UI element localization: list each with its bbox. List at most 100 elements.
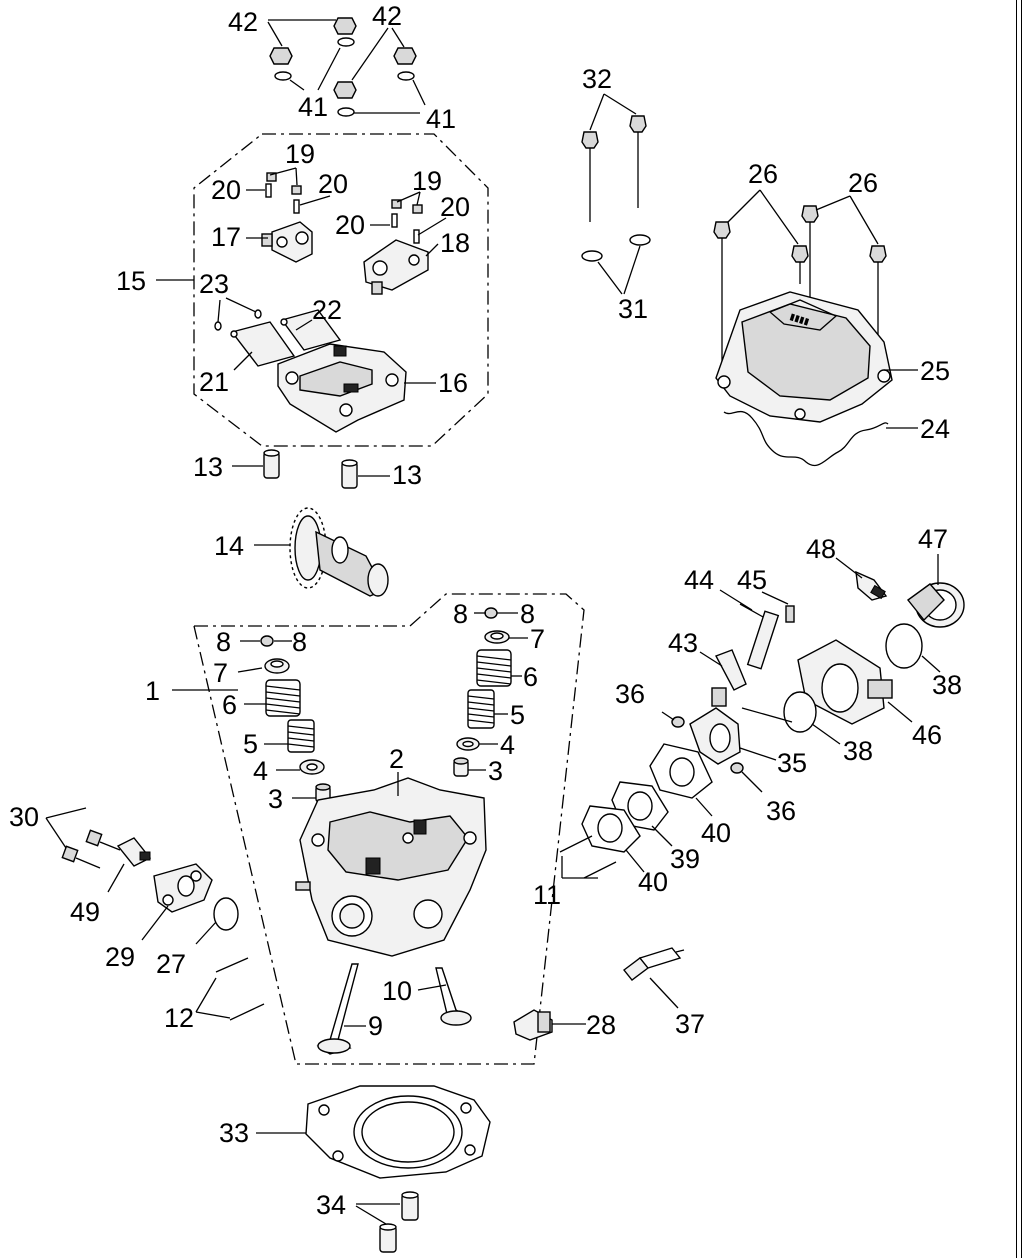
bolt-30 xyxy=(85,829,121,851)
callout-46: 46 xyxy=(912,720,942,750)
cover-bolt-26 xyxy=(801,205,819,244)
insulator-40 xyxy=(649,743,713,799)
spark-plug-37 xyxy=(623,947,685,981)
callout-42: 42 xyxy=(228,7,258,37)
head-gasket-33 xyxy=(305,1085,491,1179)
valve-seal-3 xyxy=(453,757,469,777)
washer-41 xyxy=(397,71,415,81)
fitting-45 xyxy=(785,605,795,623)
intake-valve-10 xyxy=(435,967,472,1026)
callout-10: 10 xyxy=(382,976,412,1006)
adjuster-screw-20 xyxy=(391,213,398,228)
callout-8: 8 xyxy=(216,627,231,657)
washer-31 xyxy=(629,234,651,246)
stud-11 xyxy=(559,835,617,879)
callout-38: 38 xyxy=(843,736,873,766)
callout-3: 3 xyxy=(268,784,283,814)
callout-36: 36 xyxy=(766,796,796,826)
callout-47: 47 xyxy=(918,524,948,554)
callout-43: 43 xyxy=(668,628,698,658)
spring-retainer-7 xyxy=(264,658,290,674)
stud-12 xyxy=(215,957,265,1021)
adjuster-nut-19 xyxy=(291,185,302,195)
callout-31: 31 xyxy=(618,294,648,324)
cover-bolt-26 xyxy=(869,245,887,284)
hose-clamp-38 xyxy=(783,691,817,733)
callout-27: 27 xyxy=(156,949,186,979)
callout-4: 4 xyxy=(253,756,268,786)
callout-36: 36 xyxy=(615,679,645,709)
callout-25: 25 xyxy=(920,356,950,386)
callout-42: 42 xyxy=(372,1,402,31)
page-border-right xyxy=(1016,0,1022,1258)
callout-4: 4 xyxy=(500,730,515,760)
bolt-30 xyxy=(61,845,101,869)
callout-7: 7 xyxy=(213,658,228,688)
camshaft-14 xyxy=(289,507,389,597)
nut-36 xyxy=(730,762,744,774)
callout-8: 8 xyxy=(520,599,535,629)
callout-13: 13 xyxy=(392,460,422,490)
adjuster-screw-20 xyxy=(413,229,420,244)
adjuster-screw-20 xyxy=(265,183,272,198)
callout-24: 24 xyxy=(920,414,950,444)
callout-29: 29 xyxy=(105,942,135,972)
fuel-line-44 xyxy=(739,603,780,670)
callout-3: 3 xyxy=(488,756,503,786)
inner-spring-5 xyxy=(287,719,315,753)
nut-42 xyxy=(269,47,293,65)
spring-seat-4 xyxy=(456,737,480,751)
cover-bolt-26 xyxy=(791,245,809,284)
rocker-shaft-21 xyxy=(230,321,296,367)
callout-9: 9 xyxy=(368,1011,383,1041)
cylinder-head-2 xyxy=(295,777,487,957)
callout-40: 40 xyxy=(701,818,731,848)
nut-42 xyxy=(333,81,357,99)
washer-31 xyxy=(581,250,603,262)
throttle-body-46 xyxy=(797,639,893,725)
clip-23 xyxy=(254,309,262,319)
inner-spring-5 xyxy=(467,689,495,729)
callout-26: 26 xyxy=(848,168,878,198)
callout-8: 8 xyxy=(453,599,468,629)
clip-23 xyxy=(214,321,222,331)
callout-17: 17 xyxy=(211,222,241,252)
valve-cover-25: ▮▮▮▮ xyxy=(715,291,893,423)
dowel-34 xyxy=(401,1191,419,1221)
adjuster-nut-19 xyxy=(266,172,277,182)
o-ring-27 xyxy=(213,897,239,931)
adjuster-nut-19 xyxy=(412,204,423,214)
callout-12: 12 xyxy=(164,1003,194,1033)
callout-28: 28 xyxy=(586,1010,616,1040)
callout-35: 35 xyxy=(777,748,807,778)
callout-16: 16 xyxy=(438,368,468,398)
callout-38: 38 xyxy=(932,670,962,700)
intake-manifold-35 xyxy=(689,707,741,765)
callout-19: 19 xyxy=(412,166,442,196)
spring-seat-4 xyxy=(299,759,325,775)
callout-41: 41 xyxy=(298,92,328,122)
long-bolt-32 xyxy=(581,131,599,222)
adjuster-nut-19 xyxy=(391,199,402,209)
callout-20: 20 xyxy=(335,210,365,240)
callout-20: 20 xyxy=(318,169,348,199)
callout-2: 2 xyxy=(389,744,404,774)
nuts-washers-group xyxy=(267,17,426,117)
rocker-arm-17 xyxy=(261,221,313,263)
insulator-gasket-40 xyxy=(581,805,641,853)
dowel-34 xyxy=(379,1223,397,1253)
callout-41: 41 xyxy=(426,104,456,134)
callout-33: 33 xyxy=(219,1118,249,1148)
temperature-sensor-49 xyxy=(116,837,152,867)
cylinder-head-assembly-boundary xyxy=(193,593,585,1065)
long-bolt-32 xyxy=(629,115,647,208)
hose-clamp-38 xyxy=(885,623,923,669)
nut-42 xyxy=(393,47,417,65)
callout-30: 30 xyxy=(9,802,39,832)
callout-21: 21 xyxy=(199,367,229,397)
callout-19: 19 xyxy=(285,139,315,169)
callout-39: 39 xyxy=(670,844,700,874)
valve-cotter-8 xyxy=(260,635,274,647)
callout-18: 18 xyxy=(440,228,470,258)
rocker-arm-18 xyxy=(363,239,429,295)
